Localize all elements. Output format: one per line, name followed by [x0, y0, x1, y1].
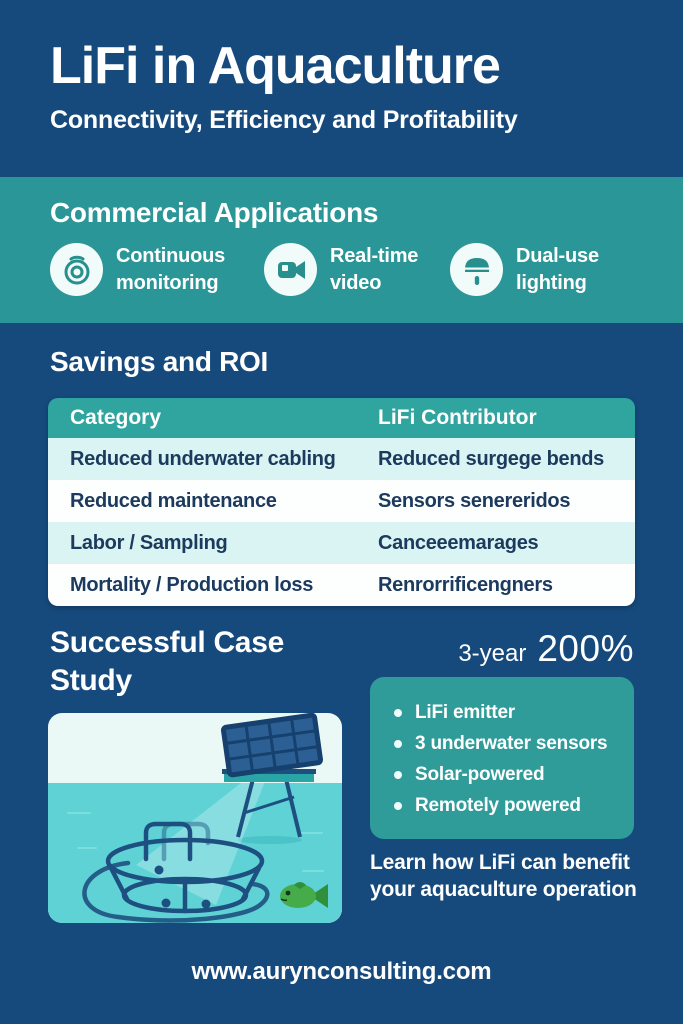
table-row: Reduced underwater cabling Reduced surge… — [48, 438, 635, 480]
bullet-dot-icon — [394, 708, 402, 717]
case-study-features-box: LiFi emitter 3 underwater sensors Solar-… — [370, 677, 634, 839]
cell-contributor: Canceeemarages — [378, 531, 539, 554]
cell-category: Reduced maintenance — [70, 489, 277, 512]
cell-category: Mortality / Production loss — [70, 573, 314, 596]
water-ripples — [67, 812, 324, 872]
bullet-dot-icon — [394, 739, 402, 748]
solar-platform — [220, 713, 324, 838]
page-subtitle: Connectivity, Efficiency and Profitabili… — [50, 106, 518, 134]
aquaculture-illustration — [48, 713, 342, 923]
bullet-dot-icon — [394, 770, 402, 779]
application-item-lighting: Dual-use lighting — [450, 243, 648, 296]
applications-band: Commercial Applications Continuous monit… — [0, 177, 683, 323]
applications-heading: Commercial Applications — [50, 197, 379, 228]
page-title: LiFi in Aquaculture — [50, 37, 501, 95]
bullet-dot-icon — [394, 801, 402, 810]
lamp-icon — [450, 243, 503, 296]
feature-item: 3 underwater sensors — [394, 728, 612, 759]
column-header-contributor: LiFi Contributor — [378, 406, 537, 429]
cell-category: Labor / Sampling — [70, 531, 228, 554]
feature-label: LiFi emitter — [415, 701, 516, 723]
solar-panel — [220, 713, 324, 778]
cage-floats — [154, 865, 211, 909]
feature-item: Solar-powered — [394, 759, 612, 790]
column-header-category: Category — [70, 406, 162, 429]
roi-table: Category LiFi Contributor Reduced underw… — [48, 398, 635, 606]
fish — [280, 882, 328, 908]
website-link[interactable]: www.aurynconsulting.com — [191, 958, 492, 985]
cta-text: Learn how LiFi can benefit your aquacult… — [370, 851, 637, 902]
feature-label: 3 underwater sensors — [415, 732, 608, 754]
cell-contributor: Renrorrificengners — [378, 573, 553, 596]
table-row: Reduced maintenance Sensors senereridos — [48, 480, 635, 522]
application-label: Real-time video — [330, 245, 419, 294]
video-camera-icon — [264, 243, 317, 296]
application-label: Dual-use lighting — [516, 245, 599, 294]
savings-heading: Savings and ROI — [50, 346, 268, 377]
feature-label: Solar-powered — [415, 763, 545, 785]
table-row: Labor / Sampling Canceeemarages — [48, 522, 635, 564]
roi-stat: 3-year 200% — [458, 628, 634, 670]
application-item-video: Real-time video — [264, 243, 462, 296]
feature-item: Remotely powered — [394, 790, 612, 821]
table-header-row: Category LiFi Contributor — [48, 398, 635, 438]
table-row: Mortality / Production loss Renrorrifice… — [48, 564, 635, 606]
case-study-heading: Successful Case Study — [50, 626, 284, 698]
roi-stat-value: 200% — [537, 628, 634, 669]
roi-stat-label: 3-year — [458, 640, 527, 667]
feature-label: Remotely powered — [415, 794, 581, 816]
application-label: Continuous monitoring — [116, 245, 226, 294]
cell-contributor: Sensors senereridos — [378, 489, 571, 512]
cell-contributor: Reduced surgege bends — [378, 447, 604, 470]
feature-item: LiFi emitter — [394, 697, 612, 728]
gauge-monitoring-icon — [50, 243, 103, 296]
application-item-monitoring: Continuous monitoring — [50, 243, 248, 296]
cell-category: Reduced underwater cabling — [70, 447, 336, 470]
fish-cage — [82, 821, 270, 923]
